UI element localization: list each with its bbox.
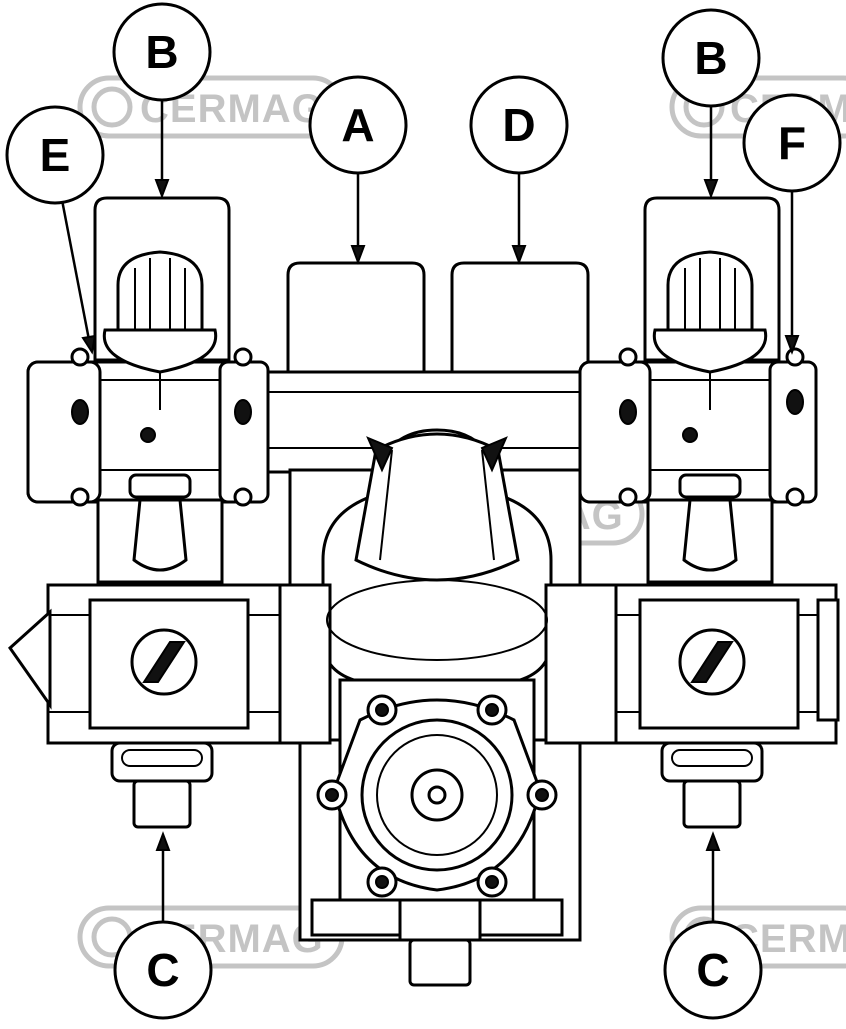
callout-e: E <box>5 105 105 355</box>
callout-b-left: B <box>112 2 212 199</box>
left-inlet-nozzle <box>8 608 52 710</box>
callout-letter: B <box>145 26 178 78</box>
callout-a: A <box>308 75 408 265</box>
right-outlet-fitting <box>682 779 742 829</box>
callout-letter: A <box>341 99 374 151</box>
callout-letter: E <box>40 129 71 181</box>
right-section-valve <box>578 196 840 829</box>
left-knob <box>102 250 218 410</box>
callout-letter: B <box>694 32 727 84</box>
callout-letter: C <box>146 944 179 996</box>
callout-d: D <box>469 75 569 265</box>
right-knob <box>652 250 768 410</box>
left-elbow <box>96 473 224 584</box>
bolt-icon <box>618 347 805 507</box>
wheat-logo-icon <box>91 86 133 128</box>
left-section-valve <box>8 196 282 829</box>
callout-b-right: B <box>661 8 761 199</box>
callout-letter: C <box>696 944 729 996</box>
right-end-cap <box>816 598 840 722</box>
right-elbow <box>646 473 774 584</box>
regulator-outlet <box>408 938 472 987</box>
solenoid-d <box>450 261 590 377</box>
callout-c-right: C <box>663 831 763 1020</box>
callout-c-left: C <box>113 831 213 1020</box>
callout-letter: F <box>778 117 806 169</box>
bolt-icon <box>70 347 253 507</box>
callout-letter: D <box>502 99 535 151</box>
solenoid-a <box>286 261 426 377</box>
callout-f: F <box>742 93 842 355</box>
center-regulator <box>278 428 618 987</box>
bolt-icon <box>316 694 558 898</box>
left-outlet-fitting <box>132 779 192 829</box>
watermark-top-left: CERMAG <box>77 75 345 139</box>
